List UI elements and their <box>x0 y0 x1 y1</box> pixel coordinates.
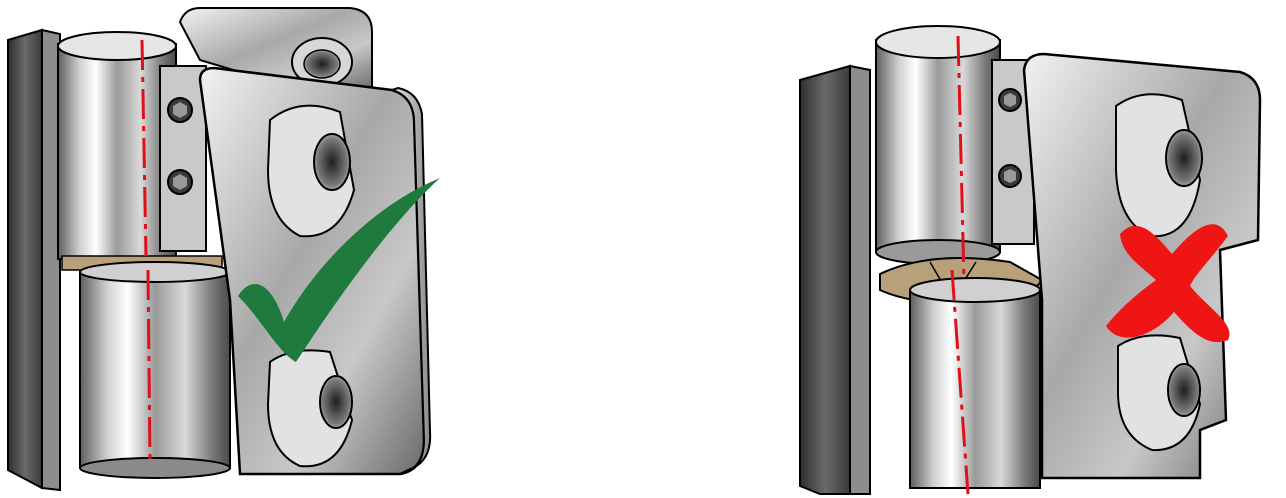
lower-knuckle <box>80 262 230 478</box>
screw-lower <box>999 165 1021 187</box>
strap <box>160 66 206 251</box>
aligned-hinge-figure <box>0 0 470 498</box>
upper-knuckle <box>876 26 1000 264</box>
back-leaf <box>8 30 60 490</box>
upper-knuckle <box>58 32 176 259</box>
misaligned-hinge-drawing <box>780 0 1286 498</box>
aligned-hinge-drawing <box>0 0 470 498</box>
front-leaf-plate <box>200 68 430 474</box>
screw-upper <box>999 89 1021 111</box>
screw-lower <box>168 170 192 194</box>
back-leaf <box>800 66 870 494</box>
lower-knuckle <box>910 278 1040 488</box>
misaligned-hinge-figure <box>780 0 1286 498</box>
screw-upper <box>168 98 192 122</box>
